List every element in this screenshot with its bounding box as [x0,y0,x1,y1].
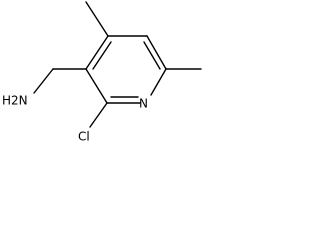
methyl-bond-c4 [85,1,109,37]
amine-bond [33,68,54,94]
amine-label: H2N [2,94,28,108]
ring-bond-c5-c6-inner [143,41,161,70]
chlorine-label: Cl [78,130,90,144]
chemical-structure-diagram: H2N Cl N [2,1,202,144]
ring-bond-c6-n1 [150,68,167,96]
ring-nitrogen-label: N [139,97,148,111]
ring-bond-c3-c4-inner [92,41,112,70]
ring-bond-c5-c6 [146,35,167,70]
chlorine-bond [89,102,108,128]
ring-bond-c2-c3 [85,68,108,104]
ring-bond-c3-c4 [85,35,109,70]
